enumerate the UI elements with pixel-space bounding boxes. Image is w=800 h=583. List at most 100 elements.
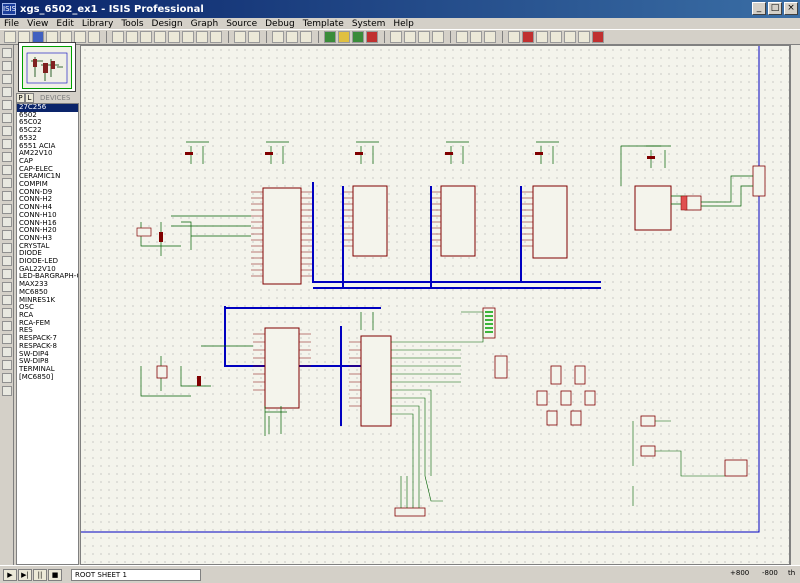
wire-autorouter-icon[interactable] — [456, 31, 468, 43]
zoom-out-icon[interactable] — [182, 31, 194, 43]
list-item[interactable]: COMPIM — [19, 180, 48, 189]
block-rotate-icon[interactable] — [352, 31, 364, 43]
terminal-icon[interactable] — [2, 139, 12, 149]
selection-mode-icon[interactable] — [2, 48, 12, 58]
box-icon[interactable] — [2, 256, 12, 266]
list-item[interactable]: CONN-H10 — [19, 210, 57, 219]
redo-icon[interactable] — [248, 31, 260, 43]
origin-icon[interactable] — [140, 31, 152, 43]
list-item[interactable]: SW-DIP4 — [19, 349, 49, 358]
list-item[interactable]: TERMINAL — [19, 364, 55, 373]
menu-template[interactable]: Template — [302, 18, 344, 29]
schematic-canvas[interactable] — [80, 45, 790, 565]
list-item[interactable]: 27C256 — [17, 104, 78, 112]
packaging-tool-icon[interactable] — [418, 31, 430, 43]
minimize-button[interactable]: _ — [752, 2, 766, 15]
list-item[interactable]: RES — [19, 326, 33, 335]
list-item[interactable]: CAP — [19, 156, 33, 165]
print-area-icon[interactable] — [88, 31, 100, 43]
menu-file[interactable]: File — [4, 18, 20, 29]
list-item[interactable]: SW-DIP8 — [19, 357, 49, 366]
tape-recorder-icon[interactable] — [2, 178, 12, 188]
zoom-all-icon[interactable] — [196, 31, 208, 43]
circle-icon[interactable] — [2, 269, 12, 279]
generator-icon[interactable] — [2, 191, 12, 201]
list-item[interactable]: DIODE-LED — [19, 257, 59, 266]
line-icon[interactable] — [2, 243, 12, 253]
pause-button[interactable]: || — [33, 568, 47, 581]
list-item[interactable]: [MC6850] — [19, 372, 54, 381]
close-button[interactable]: × — [784, 2, 798, 15]
voltage-probe-icon[interactable] — [2, 204, 12, 214]
list-item[interactable]: RCA — [19, 310, 34, 319]
copy-icon[interactable] — [286, 31, 298, 43]
list-item[interactable]: CONN-H4 — [19, 203, 53, 212]
text-script-icon[interactable] — [2, 100, 12, 110]
list-item[interactable]: RCA-FEM — [19, 318, 51, 327]
mirror-y-icon[interactable] — [2, 386, 12, 396]
exit-to-parent-icon[interactable] — [536, 31, 548, 43]
remove-sheet-icon[interactable] — [522, 31, 534, 43]
maximize-button[interactable]: □ — [768, 2, 782, 15]
search-tag-icon[interactable] — [470, 31, 482, 43]
property-tool-icon[interactable] — [484, 31, 496, 43]
list-item[interactable]: OSC — [19, 303, 34, 312]
rotate-ccw-icon[interactable] — [2, 360, 12, 370]
graph-icon[interactable] — [2, 165, 12, 175]
ares-icon[interactable] — [592, 31, 604, 43]
list-item[interactable]: CONN-H16 — [19, 218, 57, 227]
subcircuit-icon[interactable] — [2, 126, 12, 136]
text-icon[interactable] — [2, 308, 12, 318]
grid-icon[interactable] — [126, 31, 138, 43]
list-item[interactable]: CONN-H3 — [19, 233, 53, 242]
vertical-scrollbar[interactable] — [790, 45, 800, 565]
path-icon[interactable] — [2, 295, 12, 305]
decompose-icon[interactable] — [432, 31, 444, 43]
list-item[interactable]: LED-BARGRAPH-GRN — [19, 272, 78, 281]
list-item[interactable]: CONN-D9 — [19, 187, 53, 196]
symbol-icon[interactable] — [2, 321, 12, 331]
menu-edit[interactable]: Edit — [56, 18, 74, 29]
overview-window[interactable] — [18, 42, 76, 92]
virtual-instrument-icon[interactable] — [2, 230, 12, 240]
list-item[interactable]: MAX233 — [19, 280, 48, 289]
list-item[interactable]: CERAMIC1N — [19, 172, 61, 181]
list-item[interactable]: 65C02 — [19, 118, 42, 127]
library-manager-button[interactable]: L — [25, 93, 34, 103]
zoom-in-icon[interactable] — [168, 31, 180, 43]
overview-viewport[interactable] — [22, 46, 72, 89]
refresh-icon[interactable] — [112, 31, 124, 43]
menu-design[interactable]: Design — [151, 18, 183, 29]
list-item[interactable]: MINRES1K — [19, 295, 56, 304]
menu-view[interactable]: View — [27, 18, 49, 29]
list-item[interactable]: CAP-ELEC — [19, 164, 53, 173]
make-device-icon[interactable] — [404, 31, 416, 43]
stop-button[interactable]: ■ — [48, 568, 62, 581]
list-item[interactable]: AM22V10 — [19, 149, 53, 158]
netlist-to-ares-icon[interactable] — [578, 31, 590, 43]
block-copy-icon[interactable] — [324, 31, 336, 43]
list-item[interactable]: GAL22V10 — [19, 264, 56, 273]
cut-icon[interactable] — [272, 31, 284, 43]
electrical-rules-check-icon[interactable] — [564, 31, 576, 43]
list-item[interactable]: 65C22 — [19, 126, 42, 135]
wire-label-icon[interactable] — [2, 87, 12, 97]
list-item[interactable]: CONN-H2 — [19, 195, 53, 204]
play-button[interactable]: ▶ — [3, 568, 17, 581]
menu-library[interactable]: Library — [81, 18, 114, 29]
junction-dot-icon[interactable] — [2, 74, 12, 84]
arc-icon[interactable] — [2, 282, 12, 292]
device-list[interactable]: 27C256 6502 65C02 65C22 6532 6551 ACIA A… — [16, 103, 79, 565]
print-icon[interactable] — [74, 31, 86, 43]
marker-icon[interactable] — [2, 334, 12, 344]
block-move-icon[interactable] — [338, 31, 350, 43]
component-mode-icon[interactable] — [2, 61, 12, 71]
list-item[interactable]: DIODE — [19, 249, 42, 258]
zoom-area-icon[interactable] — [210, 31, 222, 43]
menu-tools[interactable]: Tools — [121, 18, 144, 29]
current-probe-icon[interactable] — [2, 217, 12, 227]
menu-graph[interactable]: Graph — [190, 18, 219, 29]
block-delete-icon[interactable] — [366, 31, 378, 43]
device-pin-icon[interactable] — [2, 152, 12, 162]
list-item[interactable]: RESPACK-7 — [19, 334, 57, 343]
